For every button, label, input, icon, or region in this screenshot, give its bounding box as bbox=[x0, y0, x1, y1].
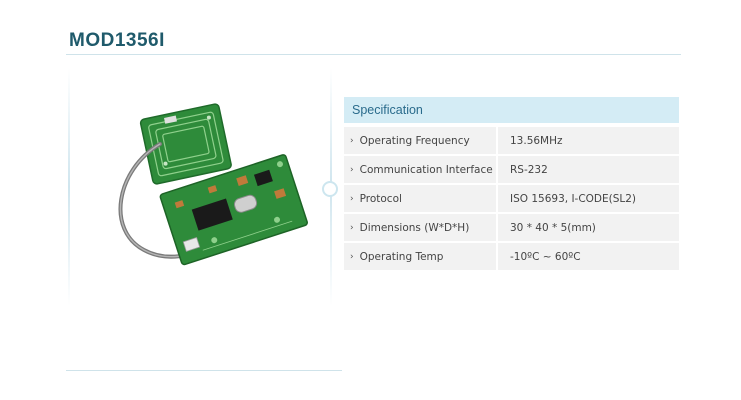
spec-label: Operating Frequency bbox=[359, 134, 470, 147]
antenna-board bbox=[139, 103, 232, 185]
spec-value: 30 * 40 * 5(mm) bbox=[498, 214, 679, 241]
chevron-right-icon: › bbox=[350, 135, 354, 146]
chevron-right-icon: › bbox=[350, 164, 354, 175]
product-photo bbox=[96, 100, 308, 276]
divider-circle bbox=[322, 181, 338, 197]
product-image-panel bbox=[68, 68, 332, 306]
spec-row: › Communication Interface RS-232 bbox=[344, 156, 679, 183]
spec-label-cell: › Operating Frequency bbox=[344, 127, 498, 154]
spec-value: 13.56MHz bbox=[498, 127, 679, 154]
spec-label-cell: › Operating Temp bbox=[344, 243, 498, 270]
spec-row: › Dimensions (W*D*H) 30 * 40 * 5(mm) bbox=[344, 214, 679, 241]
chevron-right-icon: › bbox=[350, 222, 354, 233]
spec-label: Dimensions (W*D*H) bbox=[359, 221, 470, 234]
bottom-divider bbox=[66, 370, 342, 371]
spec-row: › Operating Frequency 13.56MHz bbox=[344, 127, 679, 154]
page-title: MOD1356I bbox=[69, 30, 165, 51]
spec-header: Specification bbox=[344, 97, 679, 123]
spec-value: -10ºC ~ 60ºC bbox=[498, 243, 679, 270]
spec-row: › Protocol ISO 15693, I-CODE(SL2) bbox=[344, 185, 679, 212]
spec-table: › Operating Frequency 13.56MHz › Communica… bbox=[344, 125, 679, 272]
spec-label: Protocol bbox=[359, 192, 402, 205]
title-divider bbox=[66, 54, 681, 55]
chevron-right-icon: › bbox=[350, 251, 354, 262]
spec-row: › Operating Temp -10ºC ~ 60ºC bbox=[344, 243, 679, 270]
spec-label: Communication Interface bbox=[359, 163, 493, 176]
spec-label: Operating Temp bbox=[359, 250, 444, 263]
spec-label-cell: › Protocol bbox=[344, 185, 498, 212]
spec-value: RS-232 bbox=[498, 156, 679, 183]
spec-label-cell: › Communication Interface bbox=[344, 156, 498, 183]
main-board bbox=[159, 154, 308, 266]
spec-label-cell: › Dimensions (W*D*H) bbox=[344, 214, 498, 241]
spec-value: ISO 15693, I-CODE(SL2) bbox=[498, 185, 679, 212]
chevron-right-icon: › bbox=[350, 193, 354, 204]
